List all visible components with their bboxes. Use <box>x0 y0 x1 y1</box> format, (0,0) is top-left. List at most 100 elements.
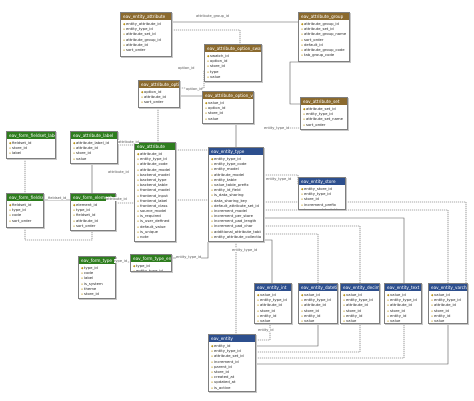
table-eav-attribute-option-swatch[interactable]: eav_attribute_option_swatch ◆swatch_id▫o… <box>204 44 262 82</box>
column-icon: ▫ <box>211 219 214 224</box>
column-icon: ▫ <box>343 313 346 318</box>
relation-label: attribute_id <box>106 197 127 201</box>
column-name: label <box>84 275 94 281</box>
table-eav-attribute-option-value[interactable]: eav_attribute_option_value ◆value_id▫opt… <box>202 91 254 124</box>
table-eav-form-type[interactable]: eav_form_type ◆type_id▫code▫label▫is_sys… <box>78 256 116 299</box>
table-column: ◆type_id <box>133 263 169 268</box>
column-icon: ▫ <box>137 214 140 219</box>
column-icon: ▫ <box>301 202 304 207</box>
table-header: eav_attribute_option_value <box>203 92 253 99</box>
column-name: entity_type_id <box>304 191 331 197</box>
table-eav-form-type-entity[interactable]: eav_form_type_entity ◆type_id▫entity_typ… <box>130 254 172 272</box>
table-column: ▫value <box>343 318 377 323</box>
table-column: ▫option_id <box>207 58 259 63</box>
primary-key-icon: ◆ <box>141 90 144 94</box>
table-column: ▫label <box>9 150 53 155</box>
table-column: ▫is_unique <box>137 229 173 234</box>
column-name: value_id <box>304 292 320 297</box>
relation-line <box>172 29 241 44</box>
table-column: ▫attribute_group_id <box>123 37 169 42</box>
table-column: ▫entity_id <box>301 313 335 318</box>
table-column: ▫increment_pad_char <box>211 223 261 228</box>
column-icon: ▫ <box>257 318 260 323</box>
column-name: store_id <box>304 307 319 313</box>
table-column: ▫sort_order <box>303 122 345 127</box>
table-eav-attribute-option[interactable]: eav_attribute_option ◆option_id▫attribut… <box>138 80 180 108</box>
column-name: sort_order <box>306 121 326 127</box>
relation-line <box>264 225 361 283</box>
table-eav-form-fieldset-label[interactable]: eav_form_fieldset_label ◆fieldset_id▫sto… <box>6 131 56 159</box>
column-name: data_sharing_key <box>214 197 248 203</box>
table-header: eav_entity_decimal <box>341 284 379 291</box>
table-eav-attribute-label[interactable]: eav_attribute_label ◆attribute_label_id▫… <box>70 131 118 164</box>
table-column: ▫store_id <box>207 63 259 68</box>
table-eav-entity[interactable]: eav_entity ◆entity_id▫entity_type_id▫att… <box>208 334 256 392</box>
column-icon: ▫ <box>205 111 208 116</box>
table-eav-entity-varchar[interactable]: eav_entity_varchar ◆value_id▫entity_type… <box>428 283 468 324</box>
table-column: ▫fieldset_id <box>73 212 113 217</box>
column-name: increment_id <box>214 358 239 364</box>
table-column: ▫value <box>205 116 251 121</box>
table-eav-attribute-group[interactable]: eav_attribute_group ◆attribute_group_id▫… <box>298 12 350 62</box>
column-name: attribute_id <box>76 217 98 223</box>
table-header: eav_attribute_option <box>139 81 179 88</box>
column-name: fieldset_id <box>12 202 32 207</box>
column-name: fieldset_id <box>76 212 96 218</box>
column-icon: ▫ <box>431 303 434 308</box>
column-icon: ▫ <box>431 318 434 323</box>
column-name: attribute_set_id <box>304 26 334 32</box>
relation-label: entity_id <box>258 328 274 332</box>
column-name: attribute_id <box>390 302 412 308</box>
primary-key-icon: ◆ <box>123 22 126 26</box>
primary-key-icon: ◆ <box>303 107 306 111</box>
column-icon: ▫ <box>81 276 84 281</box>
column-name: type_id <box>12 207 26 213</box>
column-name: attribute_id <box>304 302 326 308</box>
relation-label: entity_type_id <box>232 248 258 252</box>
table-column: ▫increment_pad_length <box>211 218 261 223</box>
column-name: sort_order <box>76 222 96 228</box>
column-icon: ▫ <box>211 380 214 385</box>
column-name: entity_id <box>390 312 407 318</box>
primary-key-icon: ◆ <box>343 293 346 297</box>
table-column: ▫theme <box>81 286 113 291</box>
relation-label: entity_type_id <box>266 177 292 181</box>
column-icon: ▫ <box>257 303 260 308</box>
table-header: eav_entity_varchar <box>429 284 467 291</box>
table-column: ▫attribute_group_name <box>301 31 347 36</box>
table-column: ▫attribute_set_id <box>123 31 169 36</box>
column-icon: ▫ <box>137 229 140 234</box>
column-icon: ▫ <box>73 151 76 156</box>
column-name: type_id <box>76 207 90 213</box>
table-column: ▫store_id <box>301 196 343 201</box>
column-name: store_id <box>390 307 405 313</box>
table-eav-entity-text[interactable]: eav_entity_text ◆value_id▫entity_type_id… <box>384 283 422 324</box>
column-name: is_unique <box>140 228 158 234</box>
column-icon: ▫ <box>137 188 140 193</box>
table-eav-entity-decimal[interactable]: eav_entity_decimal ◆value_id▫entity_type… <box>340 283 380 324</box>
table-column: ▫store_id <box>387 308 419 313</box>
table-column: ▫entity_type_id <box>133 268 169 271</box>
table-column: ◆value_id <box>431 292 465 297</box>
column-icon: ▫ <box>137 224 140 229</box>
table-column: ▫created_at <box>211 374 253 379</box>
column-icon: ▫ <box>301 313 304 318</box>
table-eav-entity-attribute[interactable]: eav_entity_attribute ◆entity_attribute_i… <box>120 12 172 57</box>
column-name: theme <box>84 285 97 291</box>
table-eav-form-element[interactable]: eav_form_element ◆element_id▫type_id▫fie… <box>70 193 116 231</box>
column-name: entity_type_id <box>214 348 241 354</box>
column-name: entity_store_id <box>304 186 332 191</box>
table-eav-attribute[interactable]: eav_attribute ◆attribute_id▫entity_type_… <box>134 142 176 242</box>
relation-line <box>256 324 449 365</box>
table-column: ▫store_id <box>81 291 113 296</box>
table-eav-entity-store[interactable]: eav_entity_store ◆entity_store_id▫entity… <box>298 177 346 210</box>
column-icon: ▫ <box>9 146 12 151</box>
column-name: attribute_set_name <box>306 116 343 122</box>
table-eav-entity-datetime[interactable]: eav_entity_datetime ◆value_id▫entity_typ… <box>298 283 338 324</box>
column-name: option_id <box>208 105 226 111</box>
table-eav-attribute-set[interactable]: eav_attribute_set ◆attribute_set_id▫enti… <box>300 97 348 130</box>
table-eav-entity-int[interactable]: eav_entity_int ◆value_id▫entity_type_id▫… <box>254 283 292 324</box>
column-icon: ▫ <box>9 213 12 218</box>
table-eav-entity-type[interactable]: eav_entity_type ◆entity_type_id▫entity_t… <box>208 147 264 242</box>
table-eav-form-fieldset[interactable]: eav_form_fieldset ◆fieldset_id▫type_id▫c… <box>6 193 44 228</box>
